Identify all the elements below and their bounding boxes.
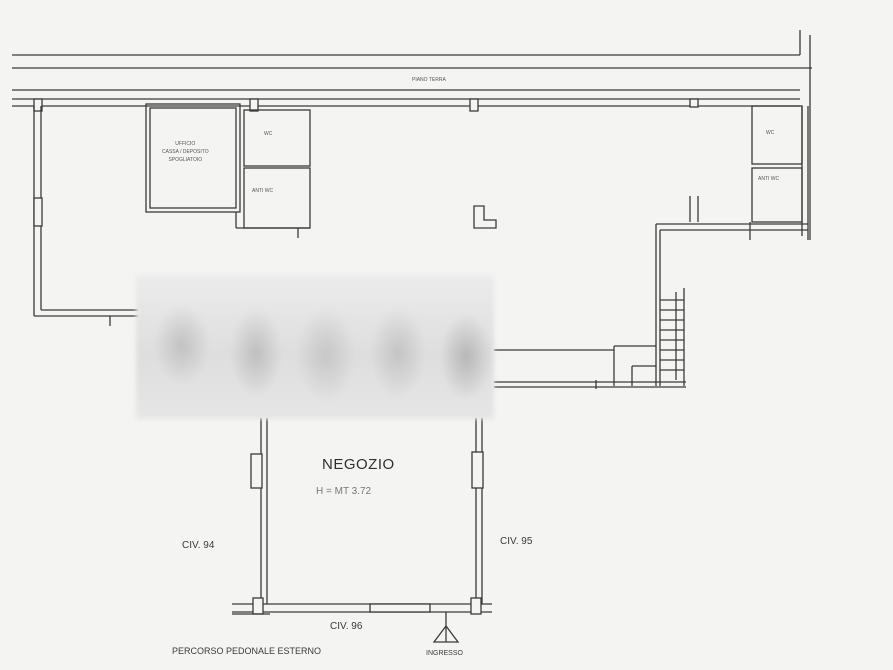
blurred-region — [136, 275, 494, 419]
civ-left: CIV. 94 — [182, 540, 215, 551]
office-line-2: CASSA / DEPOSITO — [162, 149, 209, 155]
pillar — [689, 98, 699, 108]
negozio-right-window — [471, 451, 484, 489]
elevation-mark — [473, 205, 497, 229]
path-label: PERCORSO PEDONALE ESTERNO — [172, 646, 322, 656]
civ-right: CIV. 95 — [500, 536, 533, 547]
street-label: PIANO TERRA — [412, 77, 446, 83]
pillar — [33, 98, 43, 112]
wc-label-d: ANTI WC — [758, 176, 780, 182]
office-line-1: UFFICIO — [175, 141, 196, 147]
office-label: UFFICIO CASSA / DEPOSITO SPOGLIATOIO — [162, 140, 209, 164]
civ-bottom: CIV. 96 — [330, 621, 363, 632]
wc-room-b — [243, 167, 311, 229]
office-line-3: SPOGLIATOIO — [168, 157, 203, 163]
wc-room-c — [751, 105, 803, 165]
bottom-pillar — [470, 597, 482, 615]
pillar — [469, 98, 479, 112]
room-height: H = MT 3.72 — [316, 486, 372, 497]
wc-label-c: WC — [766, 130, 775, 136]
room-title-negozio: NEGOZIO — [322, 456, 395, 473]
wc-label-a: WC — [264, 131, 273, 137]
office-room — [145, 103, 241, 213]
negozio-left-window — [250, 453, 263, 489]
bottom-pillar — [252, 597, 264, 615]
pillar — [249, 98, 259, 112]
entrance-label: INGRESSO — [426, 650, 463, 657]
wc-room-a — [243, 109, 311, 167]
entrance-door — [369, 603, 431, 613]
entrance-arrow — [432, 624, 460, 643]
left-window — [33, 197, 43, 227]
office-room-inner — [149, 107, 237, 209]
wc-label-b: ANTI WC — [252, 188, 274, 194]
